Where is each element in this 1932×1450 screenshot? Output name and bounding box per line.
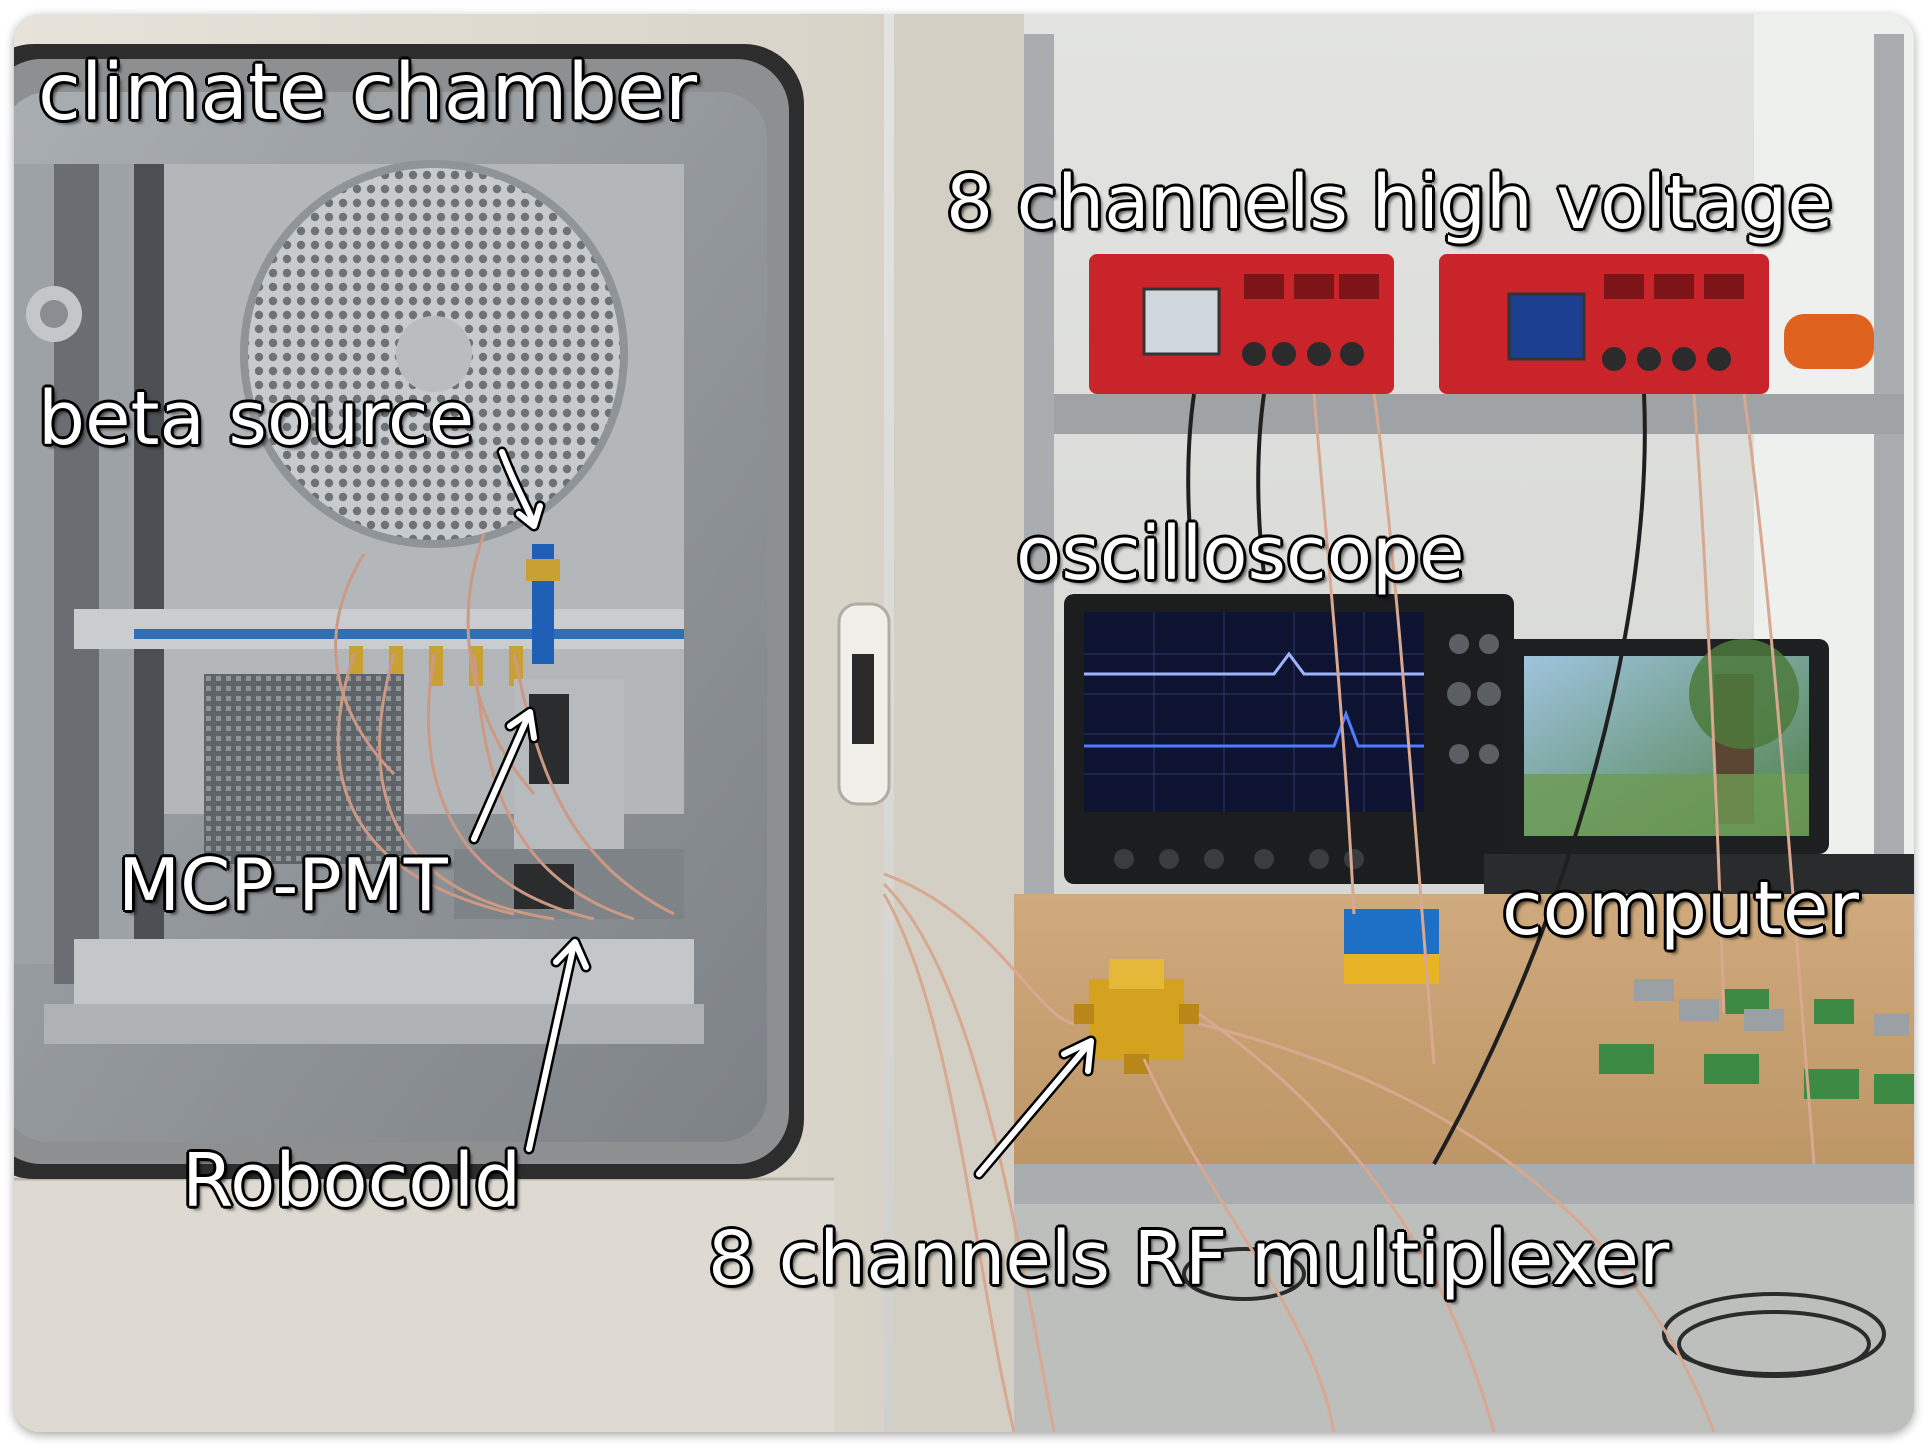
under-bench bbox=[1014, 1204, 1914, 1432]
upper-shelf bbox=[1054, 394, 1904, 434]
label-mcp-pmt: MCP-PMT bbox=[118, 843, 448, 927]
grey-tiles bbox=[1634, 979, 1909, 1036]
scene bbox=[14, 14, 1914, 1432]
label-computer: computer bbox=[1502, 866, 1859, 952]
lab-setup-photo: climate chamber 8 channels high voltage … bbox=[14, 14, 1914, 1432]
label-climate-chamber: climate chamber bbox=[38, 48, 698, 138]
chamber-shelf bbox=[74, 939, 694, 1004]
hv-module-2 bbox=[1439, 254, 1769, 394]
label-robocold: Robocold bbox=[182, 1138, 522, 1224]
label-beta-source: beta source bbox=[38, 376, 475, 462]
orange-tool bbox=[1784, 314, 1874, 369]
black-cables bbox=[1186, 393, 1647, 1165]
cable-coils bbox=[1182, 1247, 1886, 1378]
rf-multiplexer bbox=[1074, 959, 1199, 1074]
label-rf-multiplexer: 8 channels RF multiplexer bbox=[708, 1216, 1670, 1302]
label-hv-supply: 8 channels high voltage bbox=[946, 160, 1833, 246]
chamber-side-panel bbox=[894, 14, 1024, 1432]
label-oscilloscope: oscilloscope bbox=[1016, 511, 1465, 597]
pcb-boards bbox=[1599, 989, 1914, 1104]
electronics-board bbox=[204, 674, 404, 864]
annotation-arrows bbox=[468, 446, 1097, 1180]
chamber-lower-panel bbox=[14, 1179, 834, 1432]
rf-cables bbox=[882, 393, 1816, 1432]
hv-module-1 bbox=[1089, 254, 1394, 394]
laptop-computer bbox=[1484, 639, 1914, 929]
oscilloscope bbox=[1064, 594, 1514, 884]
bench-edge bbox=[1014, 1164, 1914, 1204]
